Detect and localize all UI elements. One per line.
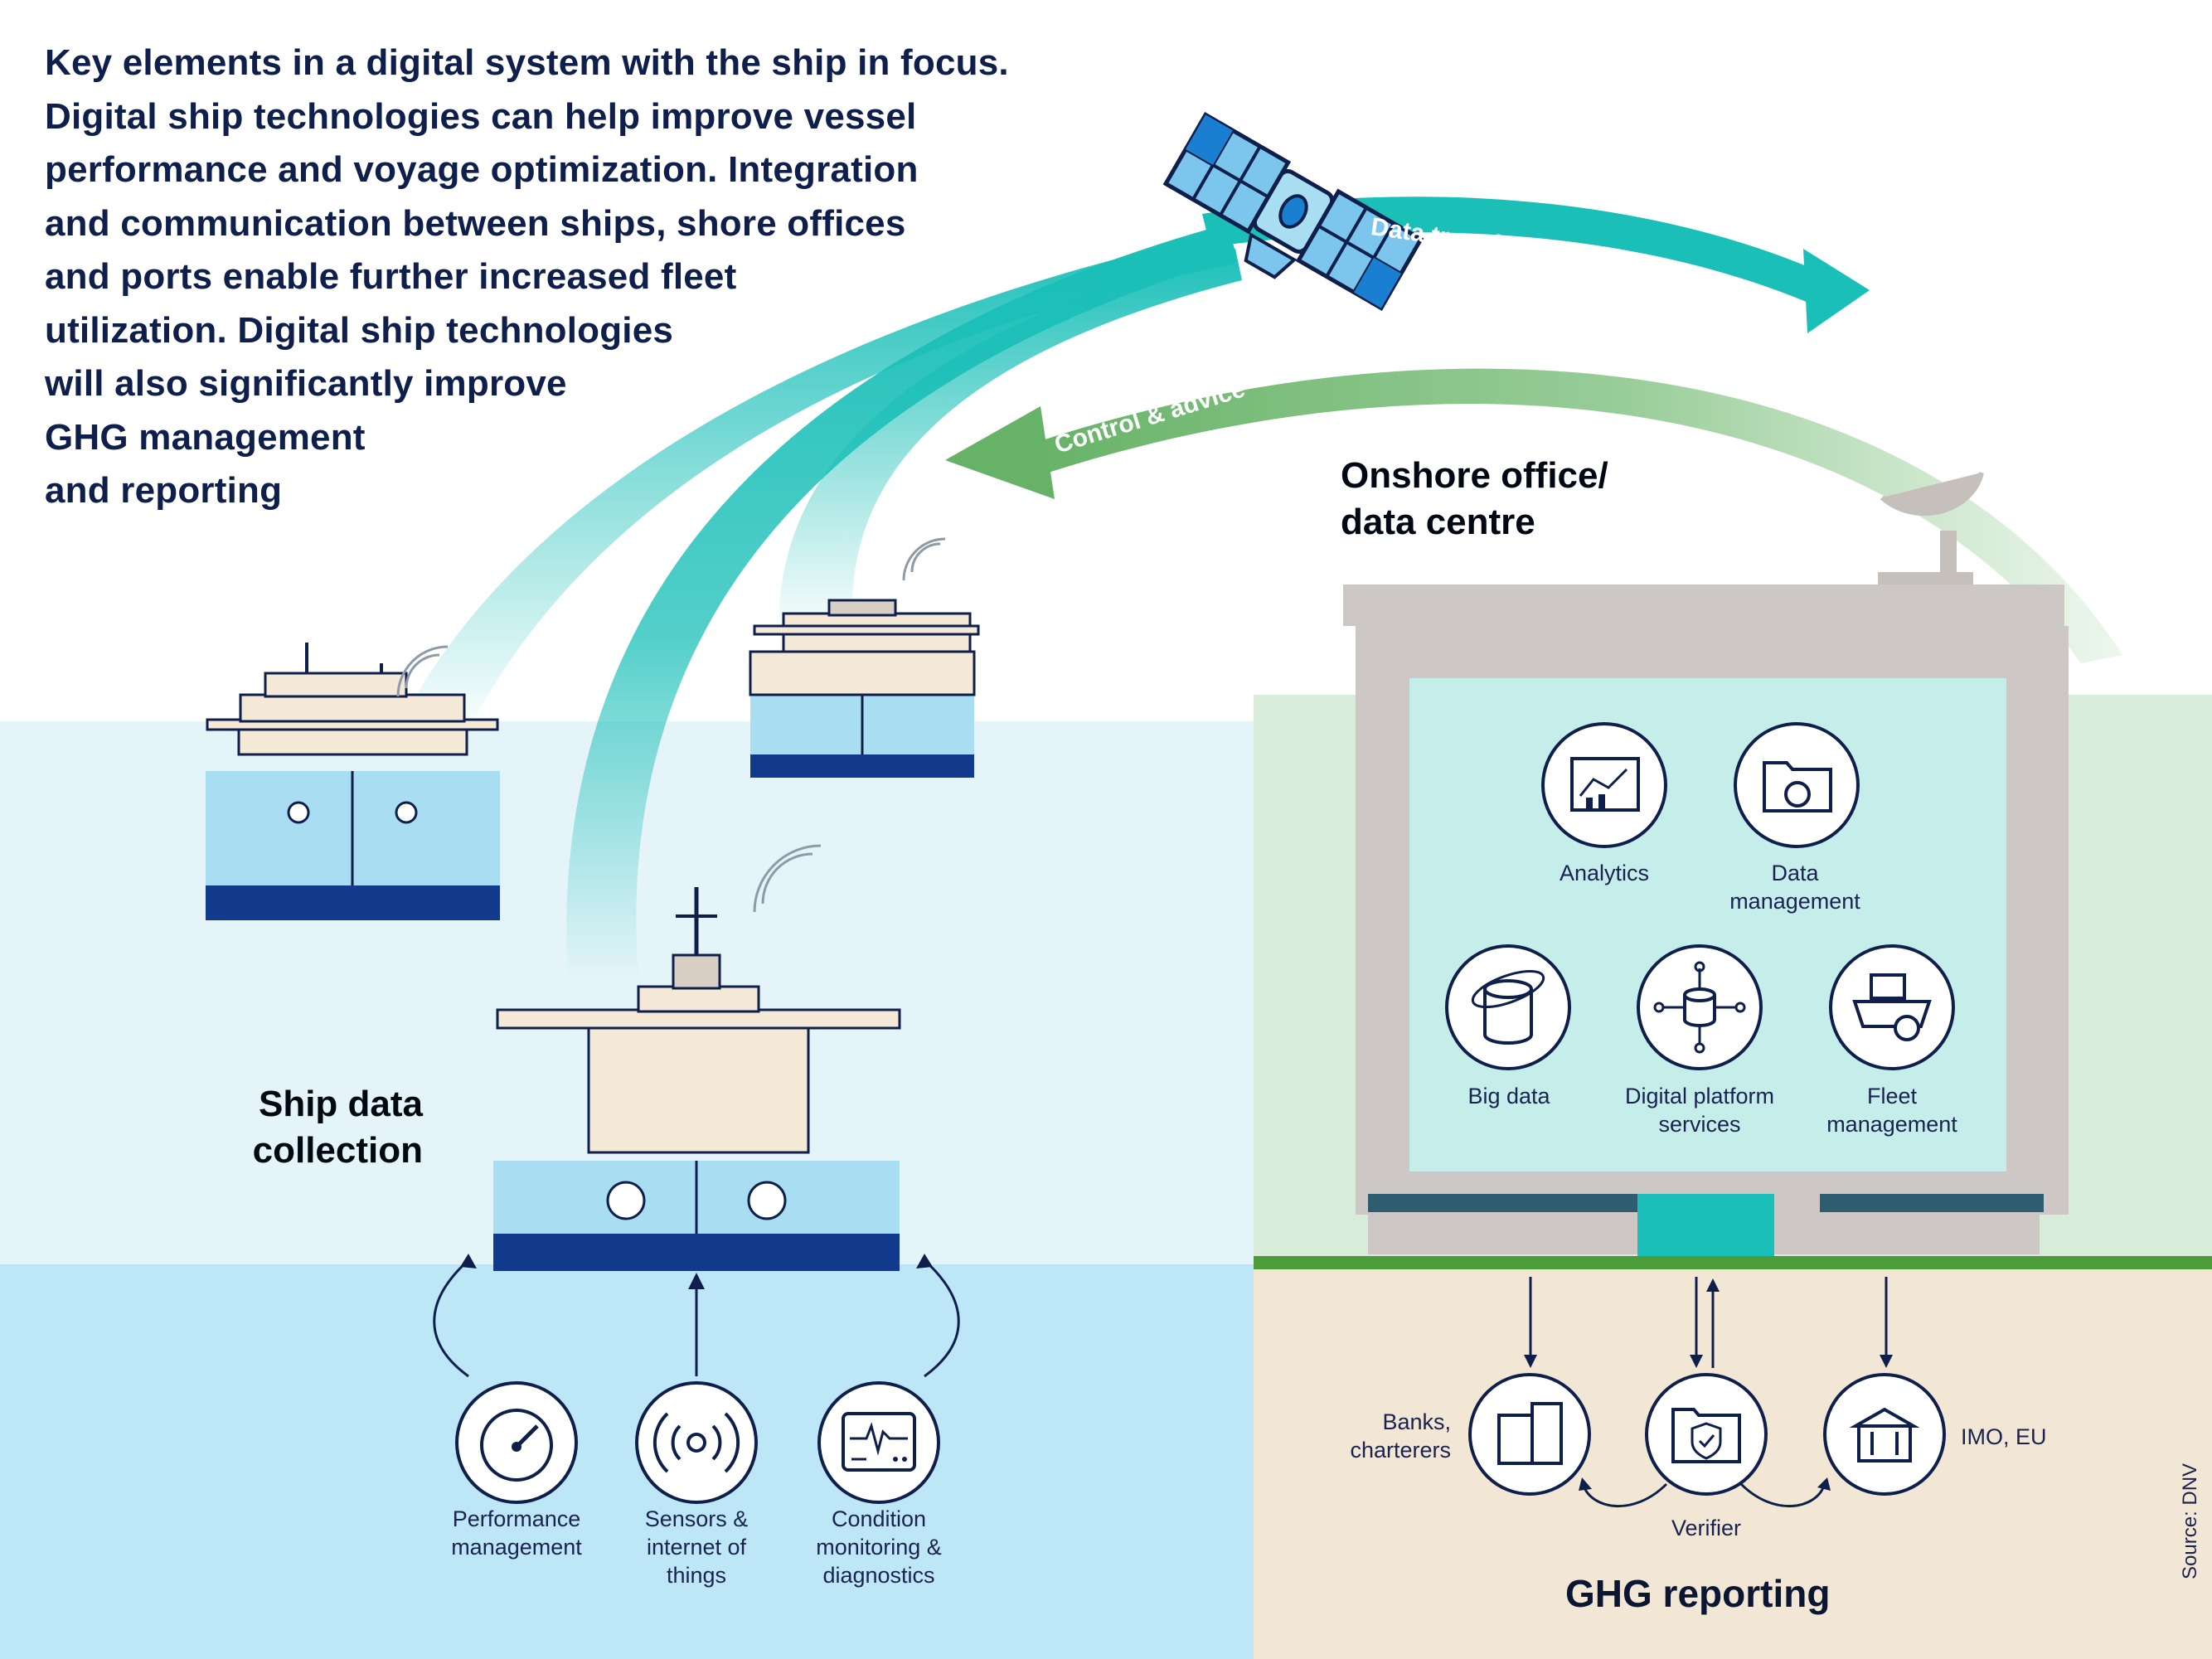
office-title-line: data centre: [1341, 502, 1535, 542]
label-line: Fleet: [1866, 1084, 1918, 1108]
label-line: monitoring &: [816, 1535, 942, 1560]
imo-label: IMO, EU: [1961, 1424, 2047, 1449]
label-line: Banks,: [1382, 1409, 1451, 1434]
control-arrow-head: [945, 406, 1055, 499]
intro-line: and ports enable further increased fleet: [45, 256, 737, 297]
intro-paragraph: Key elements in a digital system with th…: [45, 36, 1123, 518]
performance-label: Performance management: [417, 1505, 616, 1561]
fleet-ship-gear-icon: [1829, 944, 1955, 1070]
intro-line: GHG management: [45, 416, 366, 458]
analytics-label: Analytics: [1505, 859, 1704, 887]
ship-main: [493, 844, 901, 1271]
source-credit: Source: DNV: [2179, 1463, 2201, 1579]
label-line: management: [1729, 889, 1860, 914]
office-building: [1343, 585, 2069, 1256]
sensor-waves-icon: [635, 1381, 758, 1504]
analytics-chart-icon: [1541, 722, 1667, 848]
ghg-reporting-title: GHG reporting: [1565, 1572, 1831, 1615]
ghg-flow-arrows: [1524, 1277, 1893, 1507]
teal-arc-center-ship: [779, 249, 1242, 638]
fleet-management-label: Fleet management: [1792, 1082, 1991, 1138]
label-line: internet of: [646, 1535, 747, 1560]
intro-line: and communication between ships, shore o…: [45, 202, 906, 244]
label-line: Condition: [831, 1506, 927, 1531]
data-arrow-head: [1803, 249, 1870, 333]
grass-line: [1254, 1256, 2212, 1269]
intro-line: Key elements in a digital system with th…: [45, 42, 1009, 83]
database-atom-icon: [1445, 944, 1571, 1070]
satellite-icon: [1162, 112, 1424, 311]
label-line: Performance: [452, 1506, 581, 1531]
folder-gear-icon: [1734, 722, 1860, 848]
sensors-label: Sensors & internet of things: [597, 1505, 796, 1589]
office-title: Onshore office/ data centre: [1341, 453, 1608, 546]
label-line: Data: [1771, 861, 1819, 885]
big-data-label: Big data: [1409, 1082, 1608, 1110]
ship-title-line: Ship data: [258, 1084, 423, 1124]
satellite-dish-icon: [1878, 472, 1984, 585]
office-title-line: Onshore office/: [1341, 455, 1608, 496]
sea-lower: [0, 1264, 1254, 1659]
label-line: Analytics: [1559, 861, 1650, 885]
teal-arc-main-ship: [566, 224, 1237, 978]
label-line: Big data: [1467, 1084, 1550, 1108]
shield-folder-icon: [1645, 1373, 1768, 1496]
condition-label: Condition monitoring & diagnostics: [779, 1505, 978, 1589]
ship-center: [749, 537, 980, 778]
label-line: services: [1658, 1112, 1741, 1137]
label-line: Sensors &: [644, 1506, 749, 1531]
data-management-label: Data management: [1695, 859, 1894, 915]
monitor-icon: [817, 1381, 940, 1504]
intro-line: and reporting: [45, 470, 283, 511]
label-line: diagnostics: [822, 1563, 935, 1588]
institution-icon: [1823, 1373, 1946, 1496]
ship-input-arrows: [433, 1254, 960, 1378]
network-database-icon: [1637, 944, 1763, 1070]
label-line: things: [666, 1563, 727, 1588]
intro-line: utilization. Digital ship technologies: [45, 309, 674, 351]
gauge-icon: [455, 1381, 578, 1504]
ship-title-line: collection: [252, 1130, 423, 1171]
ship-data-title: Ship data collection: [240, 1081, 423, 1174]
verifier-label: Verifier: [1671, 1516, 1742, 1540]
label-line: charterers: [1350, 1438, 1451, 1463]
teal-arc-left-ship: [406, 232, 1235, 738]
intro-line: Digital ship technologies can help impro…: [45, 95, 917, 137]
label-line: management: [1826, 1112, 1957, 1137]
control-arrow-band: [1020, 368, 2122, 663]
label-line: Digital platform: [1624, 1084, 1775, 1108]
intro-line: performance and voyage optimization. Int…: [45, 149, 919, 190]
banks-label: Banks, charterers: [1318, 1408, 1451, 1464]
label-line: management: [451, 1535, 582, 1560]
buildings-icon: [1468, 1373, 1591, 1496]
intro-line: will also significantly improve: [45, 363, 567, 404]
ship-left: [206, 643, 500, 920]
digital-platform-label: Digital platform services: [1600, 1082, 1799, 1138]
